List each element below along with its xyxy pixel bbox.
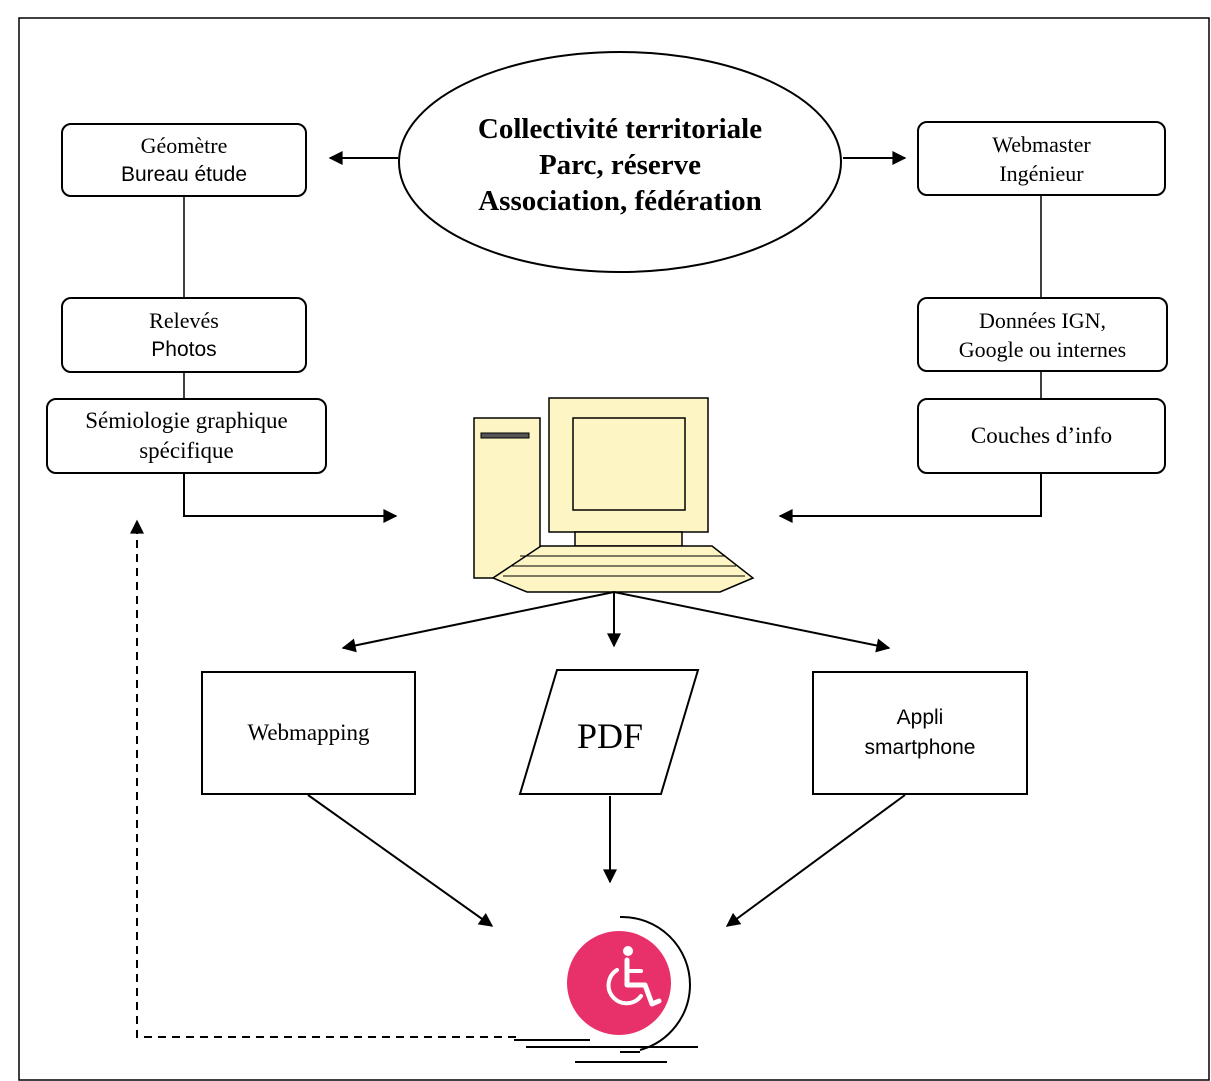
semiology-line-1: Sémiologie graphique: [85, 408, 288, 433]
wheelchair-icon: [514, 915, 698, 1063]
semiology-line-2: spécifique: [139, 438, 234, 463]
app-line-2: smartphone: [864, 736, 976, 759]
central-actor-line-1: Collectivité territoriale: [477, 113, 763, 145]
surveyor-line-2: Bureau étude: [120, 162, 248, 186]
webmaster-line-2: Ingénieur: [999, 160, 1084, 186]
outer-border: [18, 17, 1210, 1081]
central-actor-line-2: Parc, réserve: [538, 149, 702, 181]
info-layers-box: Couches d’info: [917, 398, 1166, 474]
surveys-box: Relevés Photos: [61, 297, 307, 373]
arrow-layers-to-computer: [778, 474, 1042, 523]
central-actor-ellipse: [398, 51, 842, 273]
surveys-line-2: Photos: [151, 337, 217, 361]
central-actor-line-3: Association, fédération: [478, 185, 762, 217]
webmaster-line-1: Webmaster: [992, 131, 1091, 157]
semiology-box: Sémiologie graphique spécifique: [46, 398, 327, 474]
surveys-line-1: Relevés: [149, 307, 219, 333]
arrow-app-to-user: [725, 794, 906, 927]
data-sources-line-1: Données IGN,: [978, 307, 1107, 333]
webmapping-box: Webmapping: [201, 671, 416, 795]
central-actor-label: Collectivité territoriale Parc, réserve …: [400, 100, 840, 230]
arrow-semiology-to-computer: [183, 474, 398, 523]
arrow-computer-to-app: [613, 591, 891, 653]
data-sources-box: Données IGN, Google ou internes: [917, 297, 1168, 372]
surveyor-box: Géomètre Bureau étude: [61, 123, 307, 197]
feedback-arrow: [130, 519, 516, 1038]
pdf-label: PDF: [576, 716, 644, 756]
computer-icon: [473, 397, 755, 593]
pdf-output-shape: [518, 669, 700, 795]
smartphone-app-box: Appli smartphone: [812, 671, 1028, 795]
surveyor-line-1: Géomètre: [140, 132, 228, 158]
data-sources-line-2: Google ou internes: [958, 336, 1127, 362]
app-line-1: Appli: [896, 706, 944, 729]
webmapping-label: Webmapping: [247, 720, 370, 745]
arrow-webmapping-to-user: [307, 794, 494, 927]
webmaster-box: Webmaster Ingénieur: [917, 121, 1166, 196]
arrow-computer-to-webmapping: [341, 591, 615, 653]
info-layers-line-1: Couches d’info: [970, 423, 1113, 448]
